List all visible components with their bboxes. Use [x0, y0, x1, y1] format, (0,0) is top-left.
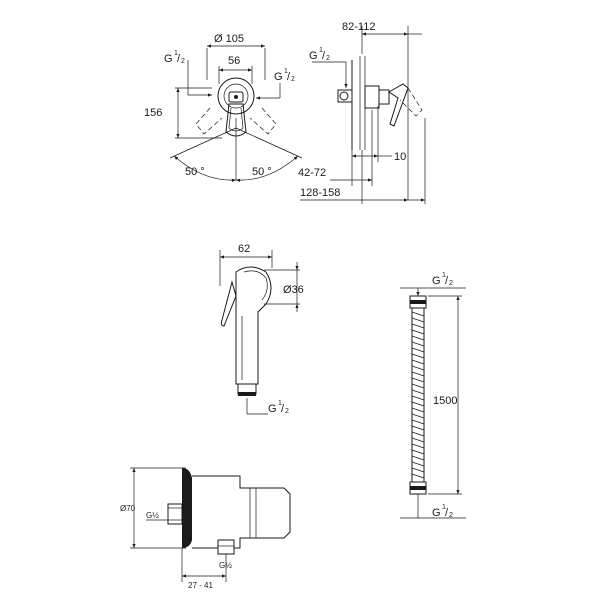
- angle-right-arc: [235, 155, 299, 182]
- angle-left-50: 50 °: [185, 166, 205, 178]
- dim-outlet-range: 27 - 41: [188, 581, 213, 590]
- thread-hose-bottom-den: 2: [449, 512, 453, 519]
- hand-shower-view: 62 Ø36 G 1 / 2: [219, 243, 304, 415]
- svg-text:/: /: [445, 507, 449, 519]
- thread-shower-base: G: [268, 403, 277, 415]
- side-body: [378, 89, 390, 105]
- thread-left-base: G: [164, 53, 173, 65]
- dim-mount-range: 42-72: [298, 167, 326, 179]
- rosette-outline: [217, 77, 255, 115]
- thread-right-den: 2: [291, 76, 295, 83]
- svg-text:/: /: [445, 275, 449, 287]
- thread-side-base: G: [309, 50, 318, 62]
- dim-wall-range: 82-112: [342, 21, 375, 33]
- thread-right-base: G: [274, 71, 283, 83]
- dim-total-range: 128-158: [300, 187, 340, 199]
- side-lever: [388, 83, 409, 127]
- wall-outlet-view: Ø70 G½ G½ 27 - 41: [120, 467, 291, 590]
- thread-shower-num: 1: [278, 400, 282, 407]
- outlet-inlet-stub: [167, 503, 183, 525]
- trigger-lever: [220, 280, 237, 327]
- thread-right-num: 1: [284, 68, 288, 75]
- valve-center: [234, 95, 238, 99]
- side-rosette: [364, 85, 380, 109]
- dim-depth-10: 10: [394, 151, 406, 163]
- thread-outlet-bottom: G½: [219, 561, 232, 570]
- hose-spiral: [411, 308, 425, 482]
- outlet-rosette-plate: [182, 468, 192, 548]
- dim-height-156: 156: [144, 107, 162, 119]
- outlet-body: [192, 475, 291, 549]
- mixer-front-view: Ø 105 56 156 G 1 / 2 G 1 / 2: [144, 33, 303, 182]
- thread-left-den: 2: [181, 58, 185, 65]
- dim-diameter-36: Ø36: [283, 284, 304, 296]
- dim-diameter-105: Ø 105: [214, 33, 244, 45]
- thread-left-num: 1: [174, 50, 178, 57]
- lever-swing-right: [249, 107, 277, 135]
- dim-outlet-diameter-70: Ø70: [120, 504, 136, 513]
- svg-text:/: /: [322, 50, 326, 62]
- thread-hose-bottom-base: G: [432, 507, 441, 519]
- hose-view: G 1 / 2 1500 G 1 / 2: [400, 272, 466, 519]
- dim-width-56: 56: [228, 55, 240, 67]
- thread-hose-top-den: 2: [449, 280, 453, 287]
- thread-hose-top-num: 1: [442, 272, 446, 279]
- dim-hose-1500: 1500: [433, 395, 457, 407]
- thread-hose-bottom-num: 1: [442, 504, 446, 511]
- svg-text:/: /: [287, 71, 291, 83]
- angle-left-arc: [173, 155, 237, 182]
- thread-hose-top-base: G: [432, 275, 441, 287]
- thread-side-den: 2: [326, 55, 330, 62]
- angle-right-50: 50 °: [252, 166, 272, 178]
- svg-text:/: /: [177, 53, 181, 65]
- thread-outlet-left: G½: [146, 511, 159, 520]
- thread-shower-den: 2: [285, 408, 289, 415]
- thread-side-num: 1: [319, 47, 323, 54]
- svg-text:/: /: [281, 403, 285, 415]
- mixer-side-view: 82-112 G 1 / 2 10 42-72: [298, 21, 426, 204]
- dim-length-62: 62: [238, 243, 250, 255]
- lever-swing-left: [195, 107, 223, 135]
- outlet-bottom-connector: [217, 539, 235, 555]
- shower-head-body: [235, 266, 272, 385]
- rosette-inner: [223, 83, 249, 109]
